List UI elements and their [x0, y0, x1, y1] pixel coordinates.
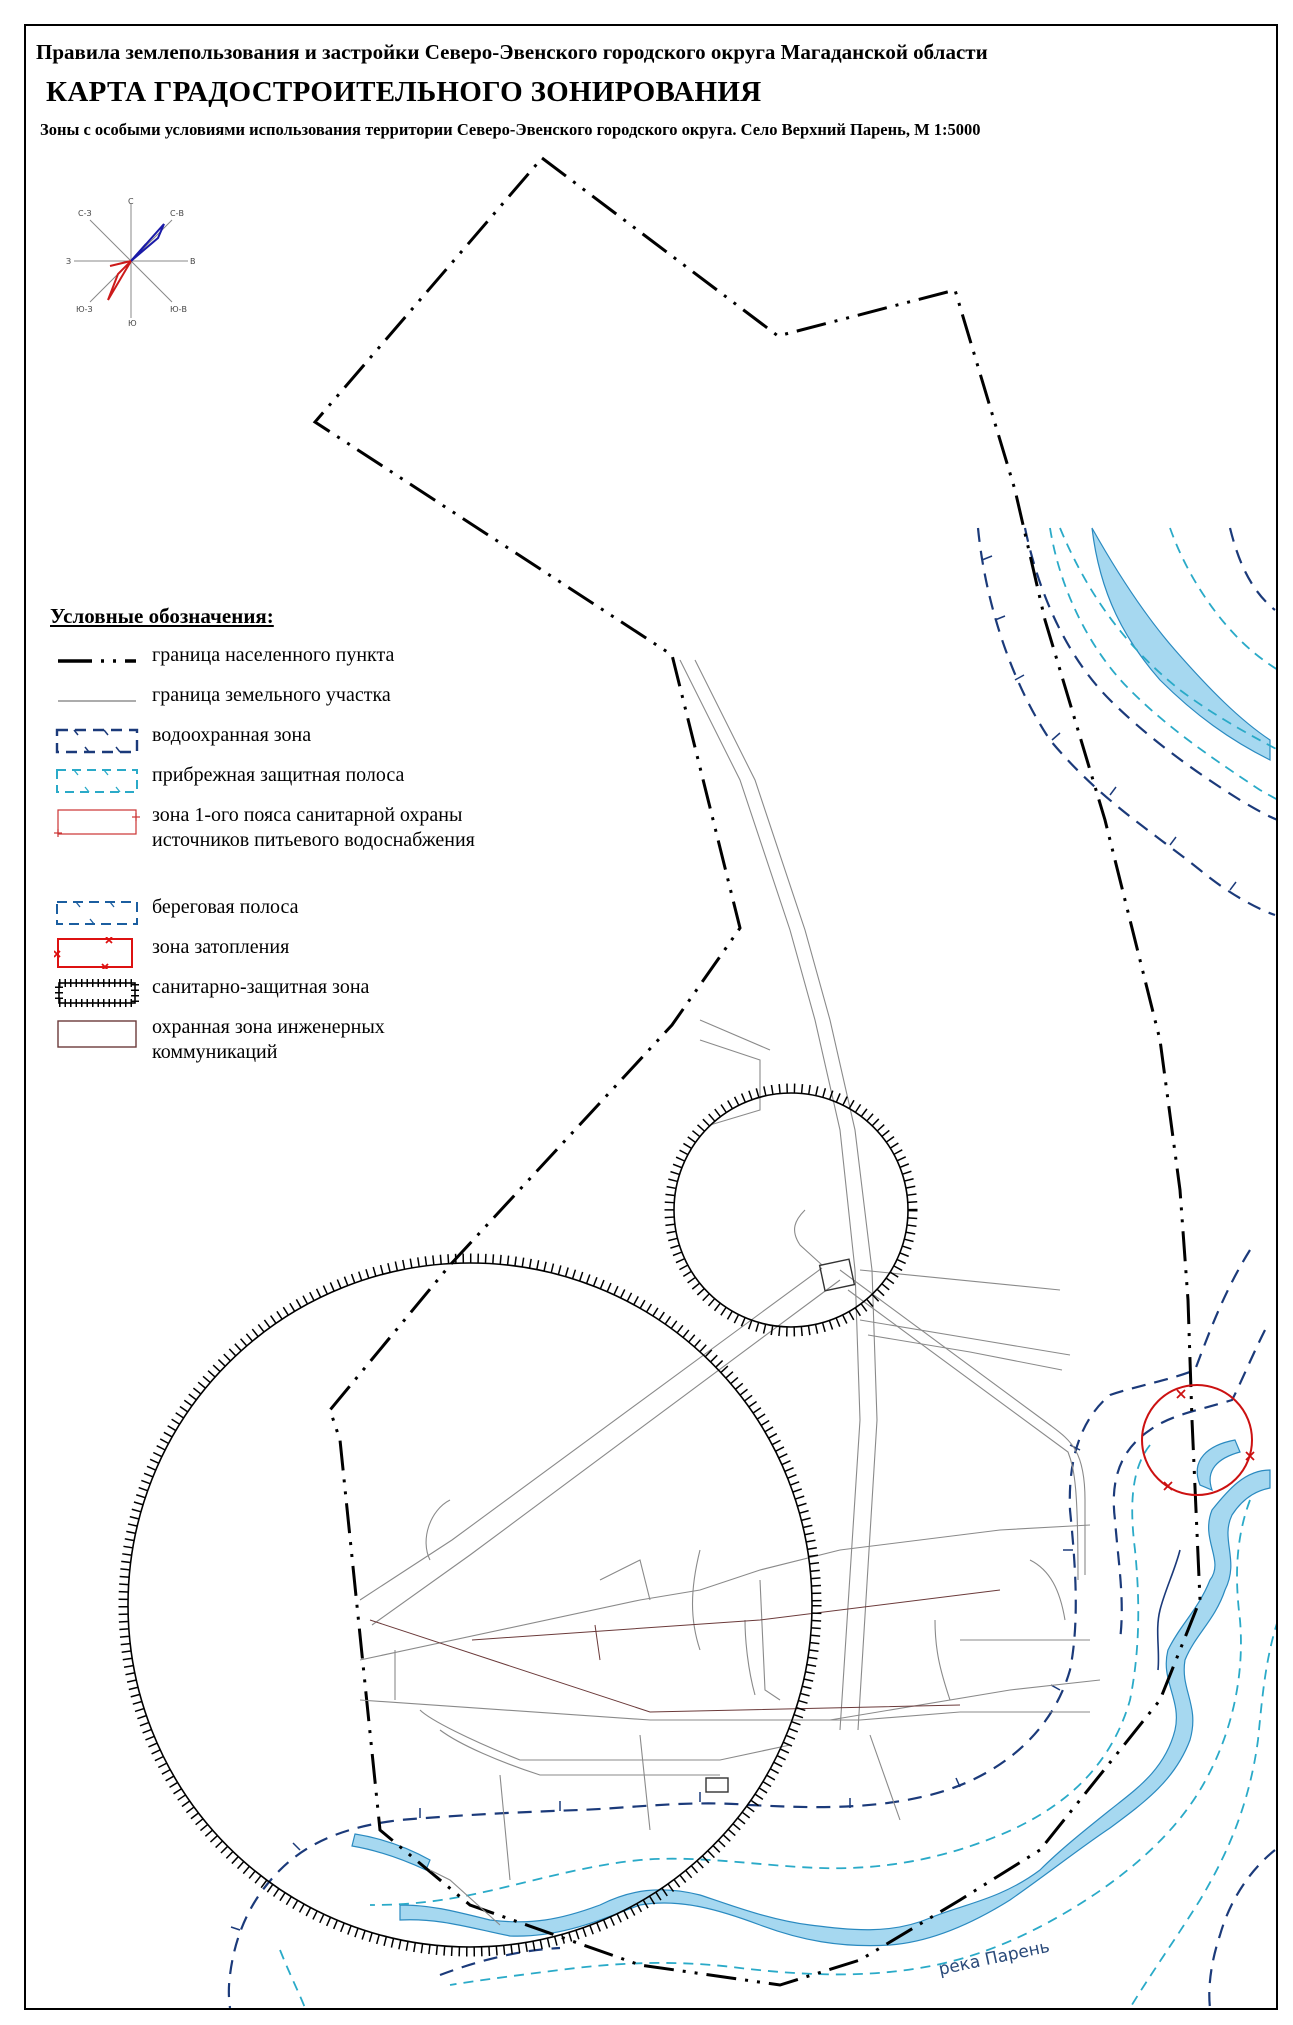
- river-paren: [399, 1469, 1271, 1947]
- legend-label: водоохранная зона: [152, 724, 312, 746]
- coastal-strip-symbol: [56, 769, 138, 793]
- legend-item-sanitary-belt: зона 1-ого пояса санитарной охраны источ…: [50, 801, 510, 893]
- map-subtitle: Зоны с особыми условиями использования т…: [40, 120, 981, 139]
- settlement-boundary-symbol: [58, 659, 136, 663]
- settlement-boundary: [312, 155, 1202, 1987]
- legend-item-coastal-strip: прибрежная защитная полоса: [50, 761, 510, 801]
- sanitary-protection-circles: [118, 1083, 918, 1957]
- flood-zone-symbol: [54, 937, 133, 969]
- map-title: КАРТА ГРАДОСТРОИТЕЛЬНОГО ЗОНИРОВАНИЯ: [46, 76, 762, 108]
- legend-item-sanitary-zone: санитарно-защитная зона: [50, 973, 510, 1013]
- legend-item-utility-zone: охранная зона инженерных коммуникаций: [50, 1013, 510, 1067]
- legend-label: санитарно-защитная зона: [152, 976, 370, 998]
- utility-protection-lines: [369, 1589, 1001, 1713]
- compass-rose-icon: С Ю В З С-В С-З Ю-В Ю-З: [66, 197, 196, 326]
- compass-ne: С-В: [170, 209, 184, 218]
- legend: Условные обозначения: граница населенног…: [50, 604, 510, 1067]
- legend-label: зона 1-ого пояса санитарной охраны источ…: [152, 804, 475, 851]
- tributary: [1156, 1549, 1181, 1671]
- compass-w: З: [66, 257, 71, 266]
- legend-label: береговая полоса: [152, 896, 299, 918]
- legend-item-land-plot-boundary: граница земельного участка: [50, 681, 510, 721]
- legend-label: охранная зона инженерных коммуникаций: [152, 1016, 385, 1063]
- river-bend: [1196, 1439, 1241, 1492]
- compass-sw: Ю-З: [76, 305, 93, 314]
- land-plot-boundaries: [359, 659, 1101, 1926]
- map-frame: [24, 24, 1278, 2010]
- water-protection-ticks: [230, 555, 1237, 1931]
- river-label: река Парень: [937, 1937, 1052, 1980]
- sanitary-belt-symbol: [54, 809, 140, 837]
- compass-e: В: [190, 257, 196, 266]
- utility-zone-symbol: [57, 1020, 137, 1048]
- compass-n: С: [128, 197, 134, 206]
- rules-title: Правила землепользования и застройки Сев…: [36, 40, 988, 64]
- legend-item-flood-zone: зона затопления: [50, 933, 510, 973]
- coastal-strip-lines: [279, 527, 1276, 2008]
- legend-item-water-protection-zone: водоохранная зона: [50, 721, 510, 761]
- land-plot-boundary-symbol: [58, 700, 136, 702]
- shore-strip-symbol: [56, 901, 138, 925]
- legend-label: зона затопления: [152, 936, 290, 958]
- sanitary-zone-symbol: [55, 979, 139, 1007]
- structures: [705, 1258, 856, 1793]
- water-protection-zone-symbol: [55, 728, 139, 754]
- compass-se: Ю-В: [170, 305, 187, 314]
- compass-s: Ю: [128, 319, 137, 326]
- sanitary-belt-circle: [1141, 1384, 1255, 1496]
- legend-item-settlement-boundary: граница населенного пункта: [50, 641, 510, 681]
- legend-label: граница населенного пункта: [152, 644, 395, 666]
- legend-label: граница земельного участка: [152, 684, 391, 706]
- legend-label: прибрежная защитная полоса: [152, 764, 405, 786]
- compass-nw: С-З: [78, 209, 92, 218]
- legend-title: Условные обозначения:: [50, 604, 274, 628]
- legend-item-shore-strip: береговая полоса: [50, 893, 510, 933]
